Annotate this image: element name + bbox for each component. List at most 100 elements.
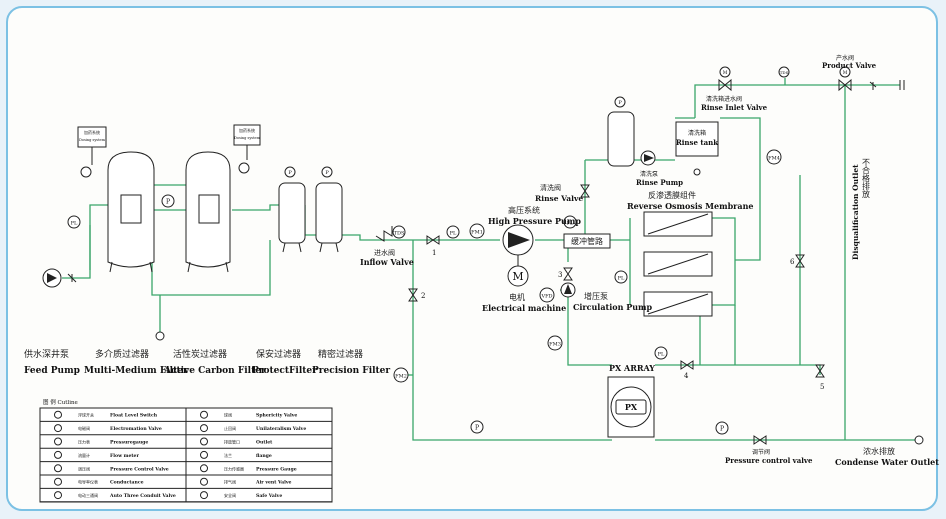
legend-item-cn: 止回阀 <box>224 425 236 431</box>
pl-label-5: PL <box>567 221 574 227</box>
active-carbon-filter-tank <box>185 151 231 273</box>
circulation-en: Circulation Pump <box>573 302 653 312</box>
legend-item-en: Outlet <box>256 440 273 446</box>
legend-item-en: Pressure Control Valve <box>110 466 169 472</box>
legend-item-cn: 电磁阀 <box>78 425 90 431</box>
dosing-1-en: Dosing system <box>79 138 105 142</box>
legend-item-en: Auto Three Conduit Valve <box>109 493 176 499</box>
active-carbon-en: Active Carbon Filter <box>163 366 266 376</box>
active-carbon-cn: 活性炭过滤器 <box>173 348 227 360</box>
valve-number-6: 6 <box>790 258 795 266</box>
motor-cn: 电机 <box>509 292 525 302</box>
rinse-inlet-cn: 清洗箱进水阀 <box>706 95 742 103</box>
dosing-system-1 <box>77 126 107 178</box>
condense-cn: 浓水排放 <box>863 446 895 456</box>
valves <box>375 78 905 445</box>
legend-item-en: Conductance <box>110 480 144 486</box>
buffer-pipe-label: 缓冲管路 <box>571 236 603 246</box>
legend-symbol-icon <box>54 464 62 473</box>
legend-item-cn: 压力表 <box>78 439 90 445</box>
pl-label-2: PL <box>450 231 457 237</box>
pressure-control-en: Pressure control valve <box>725 456 813 465</box>
pressure-control-cn: 调节阀 <box>752 448 770 456</box>
rinse-tank-cn: 清洗箱 <box>688 129 706 137</box>
legend-item-en: Air vent Valve <box>255 480 292 486</box>
legend-symbol-icon <box>54 450 62 459</box>
fm3-label: FM3 <box>549 342 561 348</box>
legend-item-en: Electromation Valve <box>110 426 162 432</box>
p-label-2: P <box>475 425 479 432</box>
feed-pump <box>42 268 77 288</box>
labels: PL P TDS PL FM1 VFD FM3 FM2 P PL PL P FM… <box>24 54 939 467</box>
feed-pump-en: Feed Pump <box>24 366 80 376</box>
valve-number-5: 5 <box>820 383 824 391</box>
circulation-pump <box>560 282 576 298</box>
legend-symbol-icon <box>54 437 62 446</box>
legend-symbol-icon <box>54 410 62 419</box>
dosing-1-cn: 加药系统 <box>84 129 100 135</box>
legend-item-cn: 压力传感器 <box>224 465 244 471</box>
condense-en: Condense Water Outlet <box>835 457 939 467</box>
circulation-cn: 增压泵 <box>584 291 608 301</box>
legend-item-cn: 法兰 <box>224 452 232 458</box>
legend-symbol-icon <box>54 491 62 500</box>
feed-pump-cn: 供水深井泵 <box>24 348 69 360</box>
legend-symbol-icon <box>200 464 208 473</box>
protect-filter-cn: 保安过滤器 <box>256 348 301 360</box>
valve-number-4: 4 <box>684 372 689 380</box>
vfd-label: VFD <box>540 294 552 300</box>
multi-medium-cn: 多介质过滤器 <box>95 348 149 360</box>
legend-item-en: Safe Valve <box>256 493 282 499</box>
fm1-label: FM1 <box>471 230 483 236</box>
legend-item-cn: 调压阀 <box>78 465 90 471</box>
dosing-2-en: Dosing system <box>234 136 260 140</box>
p-label-6: P <box>618 100 622 106</box>
tds-label-1: TDS <box>394 231 405 237</box>
legend-symbol-icon <box>200 450 208 459</box>
legend-symbol-icon <box>200 491 208 500</box>
dosing-system-2 <box>233 124 261 174</box>
precision-filter-en: Precision Filter <box>312 366 390 376</box>
precision-filter <box>315 166 343 253</box>
hp-pump-cn: 高压系统 <box>508 205 540 215</box>
rinse-valve-cn: 清洗阀 <box>540 183 561 192</box>
precision-filter-cn: 精密过滤器 <box>318 348 363 360</box>
rinse-pump-cn: 清洗泵 <box>640 170 658 178</box>
rinse-tank-outlet-icon <box>693 168 701 176</box>
legend-header: 图 例 Cutline <box>43 398 78 406</box>
pl-label-4: PL <box>658 352 665 358</box>
legend-item-cn: 电动三通阀 <box>78 492 98 498</box>
legend-item-en: Sphericity Valve <box>256 413 297 419</box>
legend-item-cn: 流量计 <box>78 452 90 458</box>
m-label-1: M <box>723 70 728 76</box>
ro-membrane-cn: 反渗透膜组件 <box>648 190 696 200</box>
m-label-2: M <box>843 70 848 76</box>
pl-label-3: PL <box>618 276 625 282</box>
product-valve-en: Product Valve <box>822 61 877 70</box>
valve-number-3: 3 <box>558 271 562 279</box>
protect-filter-en: ProtectFilter <box>252 366 317 376</box>
p-label-3: P <box>720 426 724 433</box>
multi-medium-en: Multi-Medium Filter <box>84 366 188 376</box>
legend-symbol-icon <box>54 424 62 433</box>
rinse-pump <box>640 150 656 166</box>
ro-membrane-modules <box>643 211 713 317</box>
multi-medium-filter-tank <box>107 151 155 273</box>
legend-item-en: Float Level Switch <box>110 413 158 419</box>
motor-en: Electrical machine <box>482 303 566 313</box>
buffer-pipe-box <box>563 233 611 249</box>
legend-symbol-icon <box>200 437 208 446</box>
high-pressure-pump <box>502 224 534 287</box>
hp-pump-en: High Pressure Pump <box>488 216 581 226</box>
legend-item-en: Flow meter <box>110 453 139 459</box>
p-label-4: P <box>288 170 292 176</box>
instrument-gauges <box>67 66 924 445</box>
px-array <box>607 376 655 438</box>
rinse-pump-en: Rinse Pump <box>636 178 683 187</box>
p-label-5: P <box>325 170 329 176</box>
p-label-1: P <box>166 199 170 206</box>
legend-symbol-icon <box>200 410 208 419</box>
tds-label-2: TDS <box>780 70 789 75</box>
disqualification-en: Disqualification Outlet <box>851 164 860 260</box>
